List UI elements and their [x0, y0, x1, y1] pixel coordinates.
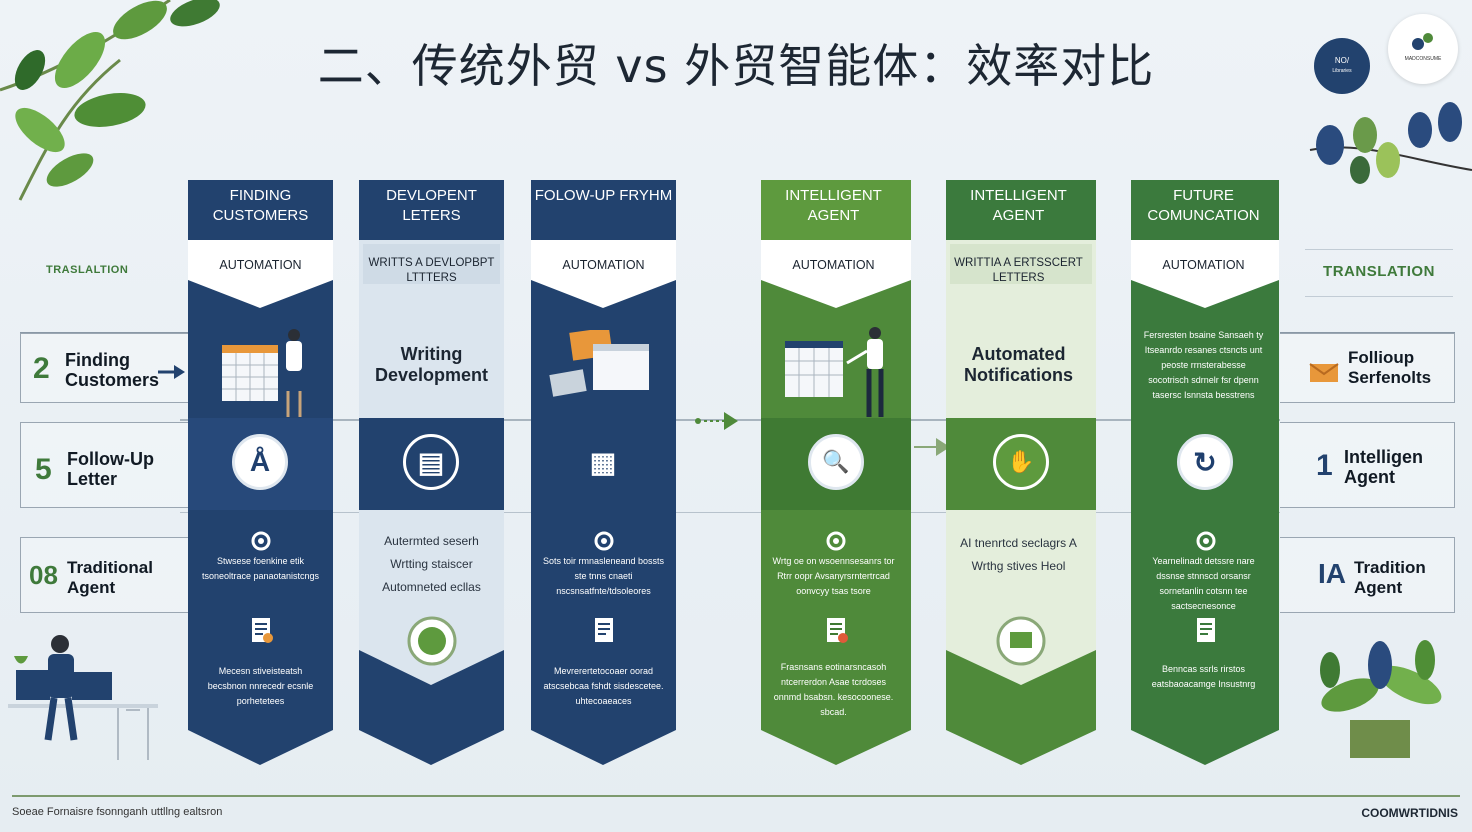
left-item-follow-up-letter: 5 Follow-Up Letter [20, 422, 188, 508]
column-subheading: AUTOMATION [792, 258, 875, 272]
right-translation-text: TRANSLATION [1323, 263, 1435, 280]
column-heading: FINDING CUSTOMERS [212, 187, 309, 224]
column-description-2: Frasnsans eotinarsncasoh ntcerrerdon Asa… [773, 662, 894, 717]
document-icon [595, 618, 613, 642]
column-big-label: Automated Notifications [963, 344, 1073, 385]
column-description-2: Mecesn stiveisteatsh becsbnon nnrecedr e… [207, 666, 314, 706]
footer-divider [12, 795, 1460, 797]
calendar-person-icon [785, 327, 884, 417]
column-circle-icon: ▦ [589, 446, 617, 478]
column-circle-icon: ↻ [1177, 434, 1233, 490]
column-subheading: AUTOMATION [219, 258, 302, 272]
right-item-label: Follioup Serfenolts [1348, 348, 1432, 387]
column-subheading: AUTOMATION [1162, 258, 1245, 272]
footer-left-text: Soeae Fornaisre fsonnganh uttllng ealtsr… [12, 806, 223, 818]
column-subheading: WRITTIA A ERTSSCERT LETTERS [954, 257, 1083, 284]
column-circle-icon: ▤ [403, 434, 459, 490]
column-heading: INTELLIGENT AGENT [970, 187, 1067, 224]
document-icon [827, 618, 848, 643]
column-big-label: Writing Development [374, 344, 489, 385]
left-item-number: 2 [33, 352, 50, 385]
left-translation-label: TRASLALTION [46, 264, 129, 276]
left-item-number: 08 [29, 560, 58, 590]
right-translation-label: TRANSLATION [1305, 249, 1453, 297]
right-item-follow-up: Follioup Serfenolts [1280, 333, 1455, 403]
left-item-number: 5 [35, 453, 52, 486]
column-heading: DEVLOPENT LETERS [386, 187, 477, 224]
column-intro-text: Fersresten bsaine Sansaeh ty Itseanrdo r… [1143, 330, 1264, 400]
badge-line-1: NO/ [1334, 56, 1350, 65]
logo-text: MADCONSUME [1404, 56, 1442, 62]
left-item-label: Finding Customers [65, 350, 160, 390]
column-description-1: Autermted seserh Wrtting staiscer Automn… [382, 534, 481, 594]
document-icon [1197, 618, 1215, 642]
page-title: 二、传统外贸 vs 外贸智能体：效率对比 [317, 39, 1155, 93]
column-subheading: WRITTS A DEVLOPBPT LTTTERS [368, 257, 495, 284]
column-description-1: Stwsese foenkine etik tsoneoltrace panao… [201, 556, 320, 581]
gear-people-icon [1196, 531, 1216, 551]
arrow-right-icon-2 [914, 438, 950, 456]
column-description-1: Yearnelinadt detssre nare dssnse stnnscd… [1152, 556, 1255, 611]
column-future-communication: FUTURE COMUNCATION AUTOMATION Fersresten… [1131, 180, 1279, 765]
logo-mark-icon [1412, 33, 1433, 50]
right-item-number: IA [1318, 558, 1346, 589]
left-item-label: Traditional Agent [67, 558, 153, 597]
column-intelligent-agent-2: INTELLIGENT AGENT WRITTIA A ERTSSCERT LE… [946, 180, 1096, 765]
envelope-calendar-icon [549, 330, 649, 397]
arrow-right-icon [695, 412, 738, 430]
leaf-branch-top-left [0, 0, 220, 201]
column-circle-icon: 🔍 [808, 434, 864, 490]
left-item-label: Follow-Up Letter [67, 449, 154, 489]
person-at-desk-illustration [8, 635, 158, 760]
gear-people-icon [826, 531, 846, 551]
right-item-tradition-agent: IA Tradition Agent [1280, 537, 1455, 613]
column-circle-icon: ✋ [993, 434, 1049, 490]
gear-people-icon [594, 531, 614, 551]
brand-logo: MADCONSUME [1388, 14, 1458, 84]
column-description-2: Mevrerertetocoaer oorad atscsebcaa fshdt… [543, 666, 664, 706]
column-finding-customers: FINDING CUSTOMERS AUTOMATION Å Stwsese f… [188, 180, 333, 765]
left-item-traditional-agent: 08 Traditional Agent [20, 537, 188, 613]
column-heading: FOLOW-UP FRYHM [534, 187, 673, 204]
arrow-right-icon [158, 365, 185, 379]
column-intelligent-agent-1: INTELLIGENT AGENT AUTOMATION 🔍 Wrtg oe o… [761, 180, 911, 765]
leaf-branch-top-right [1309, 102, 1472, 184]
left-item-finding-customers: 2 Finding Customers [20, 333, 188, 403]
column-description-2: Benncas ssrls rirstos eatsbaoacamge Insu… [1151, 664, 1256, 689]
right-item-number: 1 [1316, 449, 1333, 482]
badge-line-2: Libraries [1332, 68, 1352, 74]
right-item-label: Intelligen Agent [1344, 447, 1424, 487]
envelope-icon [1309, 363, 1339, 382]
column-heading: FUTURE COMUNCATION [1147, 187, 1260, 224]
badge-circle: NO/ Libraries [1314, 38, 1370, 94]
footer-right-text: COOMWRTIDNIS [1361, 806, 1458, 820]
calendar-person-icon [222, 329, 304, 417]
column-shape [1131, 180, 1279, 765]
document-icon [252, 618, 273, 643]
column-heading: INTELLIGENT AGENT [785, 187, 882, 224]
potted-plant-bottom-right [1320, 640, 1442, 758]
column-shape [761, 180, 911, 765]
column-description-1: Sots toir rmnasleneand bossts ste tnns c… [542, 556, 665, 596]
column-circle-icon: Å [232, 434, 288, 490]
column-description-1: AI tnenrtcd seclagrs A Wrthg stives Heol [960, 536, 1077, 573]
pot-icon [996, 616, 1046, 666]
column-follow-up: FOLOW-UP FRYHM AUTOMATION ▦ Sots toir rm… [531, 180, 676, 765]
column-subheading: AUTOMATION [562, 258, 645, 272]
gear-people-icon [251, 531, 271, 551]
basket-icon [407, 616, 457, 666]
column-development-letters: DEVLOPENT LETERS WRITTS A DEVLOPBPT LTTT… [359, 180, 504, 765]
column-shape [531, 180, 676, 765]
column-description-1: Wrtg oe on wsoennsesanrs tor Rtrr oopr A… [772, 556, 895, 596]
right-item-label: Tradition Agent [1354, 558, 1426, 597]
right-item-intelligent-agent: 1 Intelligen Agent [1280, 422, 1455, 508]
divider-line-lower [180, 512, 1280, 513]
